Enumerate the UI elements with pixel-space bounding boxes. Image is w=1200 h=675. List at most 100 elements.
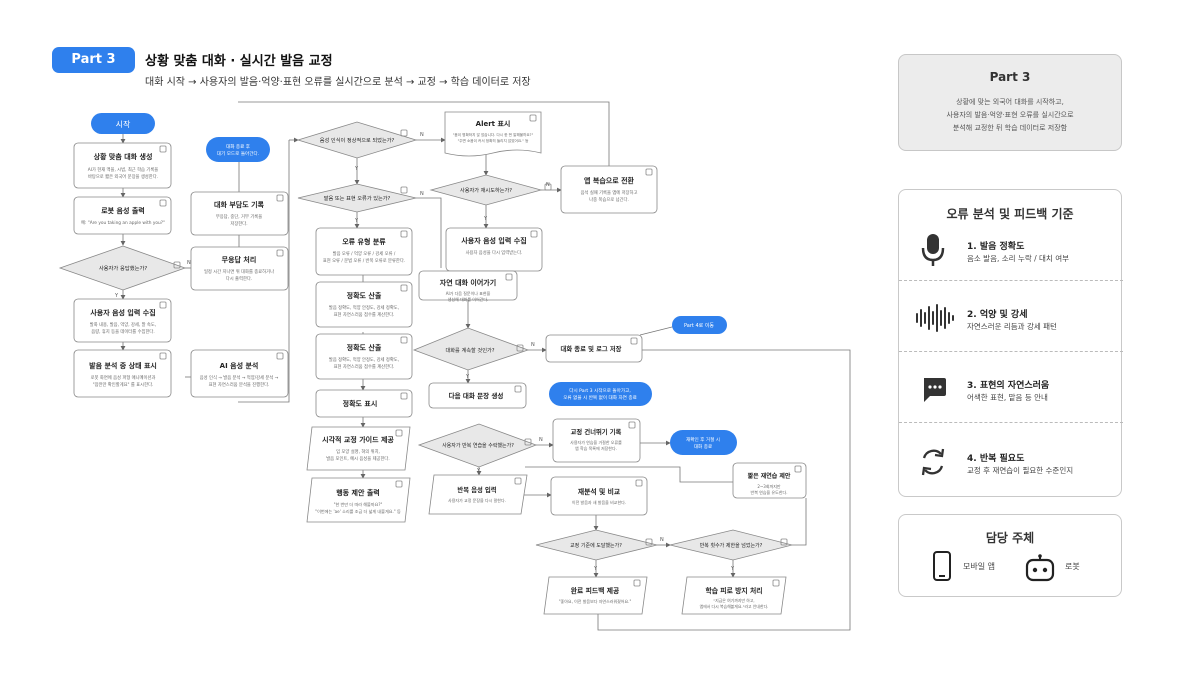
node-generate — [73, 142, 172, 189]
node-accuracy-display — [315, 389, 413, 418]
page-subtitle: 대화 시작 → 사용자의 발음·억양·표현 오류를 실시간으로 분석 → 교정 … — [145, 77, 531, 88]
criteria-title: 오류 분석 및 피드백 기준 — [946, 207, 1074, 221]
svg-text:발음 정확도, 억양 안정도, 강세 정확도,: 발음 정확도, 억양 안정도, 강세 정확도, — [329, 356, 399, 363]
svg-text:행동 제안 출력: 행동 제안 출력 — [336, 488, 380, 497]
actor-mobile-label: 모바일 앱 — [963, 562, 995, 571]
svg-text:"잠깐만 확인할게요" 를 표시한다.: "잠깐만 확인할게요" 를 표시한다. — [93, 381, 154, 388]
node-status-display — [73, 349, 172, 398]
svg-text:반복 연습을 유도한다.: 반복 연습을 유도한다. — [751, 489, 788, 495]
svg-text:Part 4로 이동: Part 4로 이동 — [684, 322, 714, 329]
svg-text:Y: Y — [465, 374, 470, 380]
svg-text:사용자가 응답했는가?: 사용자가 응답했는가? — [99, 264, 148, 272]
svg-text:발음 오류 / 억양 오류 / 강세 오류 /: 발음 오류 / 억양 오류 / 강세 오류 / — [333, 250, 396, 257]
svg-text:발화 내용, 발음, 억양, 강세, 말 속도,: 발화 내용, 발음, 억양, 강세, 말 속도, — [90, 321, 156, 328]
svg-text:다음 대화 문장 생성: 다음 대화 문장 생성 — [449, 391, 504, 400]
svg-text:정확도 산출: 정확도 산출 — [347, 343, 382, 352]
node-end-log — [545, 334, 643, 363]
svg-text:무응답 처리: 무응답 처리 — [222, 255, 257, 264]
svg-text:Y: Y — [354, 166, 359, 172]
svg-text:생성해 대화를 이어간다.: 생성해 대화를 이어간다. — [448, 296, 489, 302]
criteria-item-title: 4. 반복 필요도 — [967, 454, 1025, 464]
svg-text:앱에서 다시 복습해볼게요."라고 안내한다.: 앱에서 다시 복습해볼게요."라고 안내한다. — [700, 604, 769, 609]
svg-text:음성 인식이 정상적으로 되었는가?: 음성 인식이 정상적으로 되었는가? — [320, 136, 395, 144]
svg-text:대기 모드로 돌아간다.: 대기 모드로 돌아간다. — [217, 150, 259, 157]
svg-text:앱 학습 목록에 저장한다.: 앱 학습 목록에 저장한다. — [575, 445, 617, 451]
svg-text:오류 유형 분류: 오류 유형 분류 — [342, 237, 386, 246]
svg-text:사용자가 반복 연습을 수락했는가?: 사용자가 반복 연습을 수락했는가? — [442, 442, 514, 449]
svg-text:Y: Y — [476, 468, 481, 474]
decision-continue — [412, 327, 530, 371]
svg-text:사용자가 교정 문장을 다시 말한다.: 사용자가 교정 문장을 다시 말한다. — [448, 497, 506, 503]
svg-text:정확도 산출: 정확도 산출 — [347, 291, 382, 300]
svg-text:Y: Y — [730, 566, 735, 572]
svg-text:음량, 휴지 등을 데이터를 수집한다.: 음량, 휴지 등을 데이터를 수집한다. — [91, 328, 155, 335]
criteria-panel: 오류 분석 및 피드백 기준 1. 발음 정확도 음소 발음, 소리 누락 / … — [898, 189, 1123, 497]
node-retry-collect — [445, 227, 543, 272]
svg-text:다시 Part 3 시작으로 돌아가고,: 다시 Part 3 시작으로 돌아가고, — [569, 387, 631, 394]
node-alert — [444, 111, 542, 157]
svg-text:사용자가 연습을 거절한 오류를: 사용자가 연습을 거절한 오류를 — [570, 439, 622, 445]
part4-pill — [672, 316, 727, 334]
node-action-output — [306, 477, 411, 523]
svg-text:재확인 후 거절 시: 재확인 후 거절 시 — [686, 436, 720, 443]
start-node: 시작 — [91, 113, 155, 134]
svg-text:"지금은 여기까지만 하고,: "지금은 여기까지만 하고, — [713, 598, 754, 603]
decision-practice — [417, 423, 538, 468]
svg-text:AI가 현재 맥을, 시범, 최근 학습 기록을: AI가 현재 맥을, 시범, 최근 학습 기록을 — [88, 166, 159, 173]
chat-bubble-icon — [921, 376, 947, 404]
repeat-cycle-icon — [919, 447, 947, 477]
node-reanalyze — [550, 476, 648, 516]
node-visual-guide — [306, 426, 411, 471]
node-continue-talk — [418, 270, 518, 301]
svg-text:학습 피로 방지 처리: 학습 피로 방지 처리 — [705, 586, 762, 595]
svg-text:"음이 명확하지 않 았습니다. 다시 한 번 말해볼까요?: "음이 명확하지 않 았습니다. 다시 한 번 말해볼까요?" — [453, 132, 534, 137]
svg-text:반복 음성 입력: 반복 음성 입력 — [457, 485, 496, 494]
node-burden-log — [190, 191, 289, 236]
svg-text:N: N — [660, 537, 664, 543]
criteria-item-title: 2. 억양 및 강세 — [967, 310, 1028, 320]
svg-text:자연 대화 이어가기: 자연 대화 이어가기 — [440, 278, 496, 287]
criteria-item-desc: 음소 발음, 소리 누락 / 대치 여부 — [967, 254, 1070, 263]
node-robot-speech — [73, 196, 172, 235]
decision-responded — [58, 245, 187, 291]
svg-text:음성 인식 → 발음 분석 → 억양/강세 분석 →: 음성 인식 → 발음 분석 → 억양/강세 분석 → — [200, 374, 279, 381]
svg-text:N: N — [546, 182, 550, 188]
decision-has-error — [297, 183, 417, 213]
svg-text:Alert 표시: Alert 표시 — [476, 120, 511, 128]
node-complete — [543, 576, 648, 615]
svg-text:대화를 계속할 것인가?: 대화를 계속할 것인가? — [445, 346, 494, 354]
decision-recognized — [296, 121, 418, 159]
node-no-response — [190, 246, 289, 291]
svg-text:발음 정확도, 억양 안정도, 강세 정확도,: 발음 정확도, 억양 안정도, 강세 정확도, — [329, 304, 399, 311]
decision-reached — [535, 529, 658, 561]
loop-pill — [549, 382, 652, 406]
actor-robot-label: 로봇 — [1065, 562, 1080, 571]
svg-text:오류 없을 시 반복 없이 대화 자연 종료: 오류 없을 시 반복 없이 대화 자연 종료 — [563, 394, 637, 401]
svg-text:입 모양 설명, 혀의 위치,: 입 모양 설명, 혀의 위치, — [336, 448, 380, 455]
svg-text:다시 출력한다.: 다시 출력한다. — [226, 275, 252, 282]
node-fatigue — [681, 576, 787, 615]
svg-text:이전 발음과 새 발음을 비교한다.: 이전 발음과 새 발음을 비교한다. — [572, 499, 626, 505]
decision-limit — [669, 529, 793, 561]
actors-panel: 담당 주체 모바일 앱 로봇 — [898, 514, 1122, 597]
criteria-item-desc: 어색한 표현, 맡음 등 안내 — [967, 393, 1048, 402]
svg-text:재분석 및 비교: 재분석 및 비교 — [578, 487, 621, 496]
svg-text:AI 음성 분석: AI 음성 분석 — [220, 361, 259, 370]
svg-text:저장한다.: 저장한다. — [230, 220, 247, 227]
summary-title: Part 3 — [989, 70, 1031, 84]
svg-text:AI가 다음 질문이나 표현을: AI가 다음 질문이나 표현을 — [446, 290, 491, 296]
svg-text:Y: Y — [483, 216, 488, 222]
svg-text:"좋아요, 이전 발음보다 자연스러워졌어요.": "좋아요, 이전 발음보다 자연스러워졌어요." — [559, 598, 632, 604]
svg-text:사용자가 재시도하는가?: 사용자가 재시도하는가? — [460, 186, 512, 194]
svg-text:짧은 재연습 제안: 짧은 재연습 제안 — [748, 472, 791, 480]
svg-text:2~3회까지만: 2~3회까지만 — [757, 483, 780, 489]
svg-text:N: N — [187, 260, 191, 266]
svg-text:사용자 음성 입력 수집: 사용자 음성 입력 수집 — [461, 236, 526, 245]
svg-text:음석 실패 기록을 앱에 저장하고: 음석 실패 기록을 앱에 저장하고 — [581, 189, 638, 196]
svg-text:사용자 음성 입력 수집: 사용자 음성 입력 수집 — [90, 308, 155, 317]
summary-line: 사용자의 발음·억양·표현 오류를 실시간으로 — [946, 111, 1074, 119]
node-next-sentence — [428, 382, 527, 409]
svg-text:바탕으로 짧은 외국어 문장을 생성한다.: 바탕으로 짧은 외국어 문장을 생성한다. — [88, 173, 158, 180]
criteria-item-title: 3. 표현의 자연스러움 — [967, 381, 1050, 391]
